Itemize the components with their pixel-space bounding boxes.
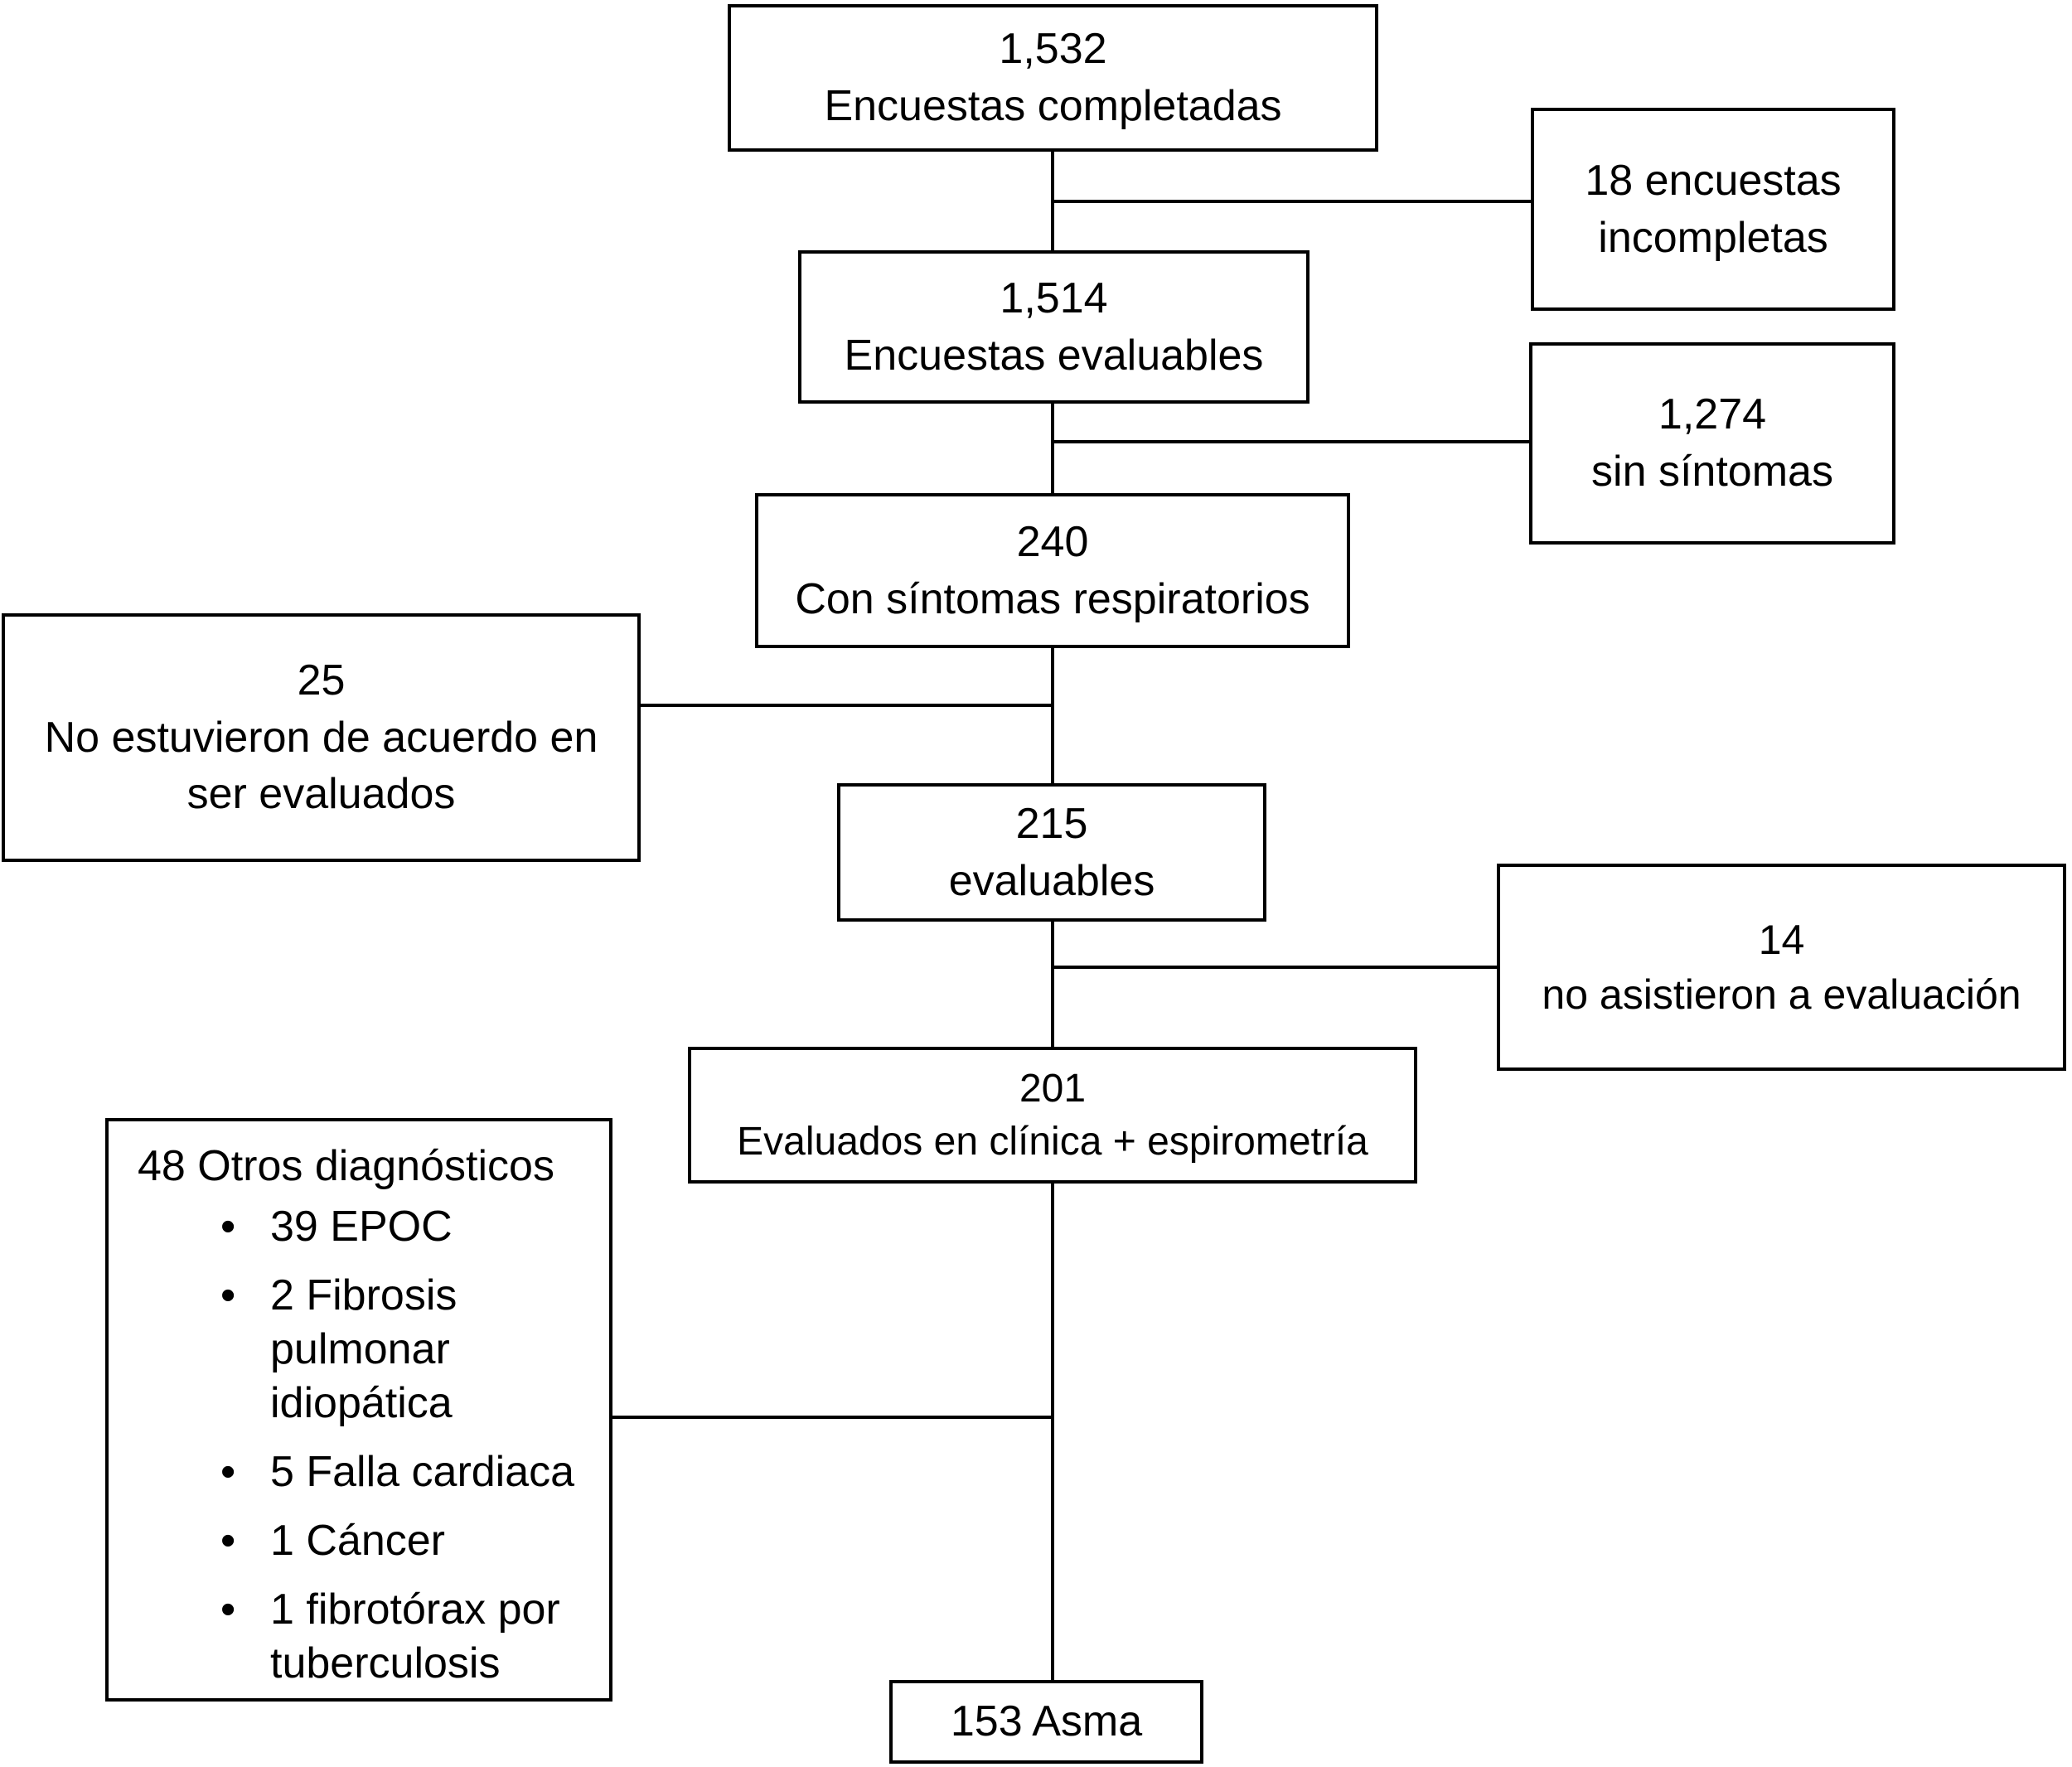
other-diagnoses-item-fibrosis: 2 Fibrosis pulmonar idiopática: [220, 1269, 584, 1431]
node-no-symptoms: 1,274 sin síntomas: [1529, 342, 1895, 545]
other-diagnoses-item-fibrothorax: 1 fibrotórax por tuberculosis: [220, 1583, 584, 1691]
spine-segment-2: [1051, 404, 1054, 493]
node-surveys-completed: 1,532 Encuestas completadas: [728, 4, 1378, 152]
other-diagnoses-heading: 48 Otros diagnósticos: [138, 1142, 554, 1190]
node-did-not-agree-line1: No estuvieron de acuerdo en: [44, 713, 598, 762]
spine-segment-5: [1051, 1184, 1054, 1680]
node-surveys-evaluable-value: 1,514: [1000, 274, 1108, 322]
node-no-show-value: 14: [1758, 917, 1805, 963]
branch-line-no-show: [1053, 966, 1497, 969]
node-surveys-completed-label: Encuestas completadas: [824, 82, 1282, 130]
node-evaluable-label: evaluables: [948, 856, 1155, 905]
node-surveys-evaluable-label: Encuestas evaluables: [844, 331, 1264, 380]
node-evaluated-clinic-value: 201: [1019, 1067, 1087, 1111]
node-evaluated-clinic: 201 Evaluados en clínica + espirometría: [688, 1047, 1417, 1184]
spine-segment-3: [1051, 648, 1054, 783]
other-diagnoses-list: 39 EPOC 2 Fibrosis pulmonar idiopática 5…: [109, 1200, 609, 1691]
node-did-not-agree-line2: ser evaluados: [186, 770, 456, 819]
node-no-show-label: no asistieron a evaluación: [1542, 971, 2021, 1018]
other-diagnoses-item-epoc: 39 EPOC: [220, 1200, 584, 1254]
node-with-symptoms-label: Con síntomas respiratorios: [795, 574, 1310, 623]
node-no-symptoms-label: sin síntomas: [1591, 448, 1833, 496]
node-asthma: 153 Asma: [889, 1680, 1203, 1764]
node-with-symptoms-value: 240: [1016, 517, 1089, 566]
node-did-not-agree: 25 No estuvieron de acuerdo en ser evalu…: [2, 613, 641, 862]
other-diagnoses-item-heart-failure: 5 Falla cardiaca: [220, 1445, 584, 1499]
branch-line-no-symptoms: [1053, 440, 1529, 443]
spine-segment-4: [1051, 922, 1054, 1047]
branch-line-did-not-agree: [641, 704, 1053, 707]
node-evaluated-clinic-label: Evaluados en clínica + espirometría: [737, 1119, 1368, 1164]
node-with-symptoms: 240 Con síntomas respiratorios: [755, 493, 1350, 648]
node-did-not-agree-value: 25: [297, 656, 346, 705]
node-other-diagnoses: 48 Otros diagnósticos 39 EPOC 2 Fibrosis…: [105, 1118, 612, 1702]
node-evaluable: 215 evaluables: [837, 783, 1266, 922]
node-surveys-evaluable: 1,514 Encuestas evaluables: [798, 250, 1310, 404]
other-diagnoses-item-cancer: 1 Cáncer: [220, 1514, 584, 1568]
branch-line-incomplete-surveys: [1053, 200, 1531, 203]
branch-line-other-diagnoses: [612, 1416, 1053, 1419]
node-no-show: 14 no asistieron a evaluación: [1497, 864, 2066, 1071]
node-incomplete-surveys-line1: 18 encuestas: [1585, 156, 1842, 205]
node-incomplete-surveys: 18 encuestas incompletas: [1531, 108, 1895, 311]
node-incomplete-surveys-line2: incompletas: [1598, 213, 1828, 262]
node-evaluable-value: 215: [1015, 799, 1088, 848]
node-no-symptoms-value: 1,274: [1658, 390, 1767, 439]
node-asthma-label: 153 Asma: [950, 1697, 1143, 1746]
node-surveys-completed-value: 1,532: [999, 25, 1107, 74]
